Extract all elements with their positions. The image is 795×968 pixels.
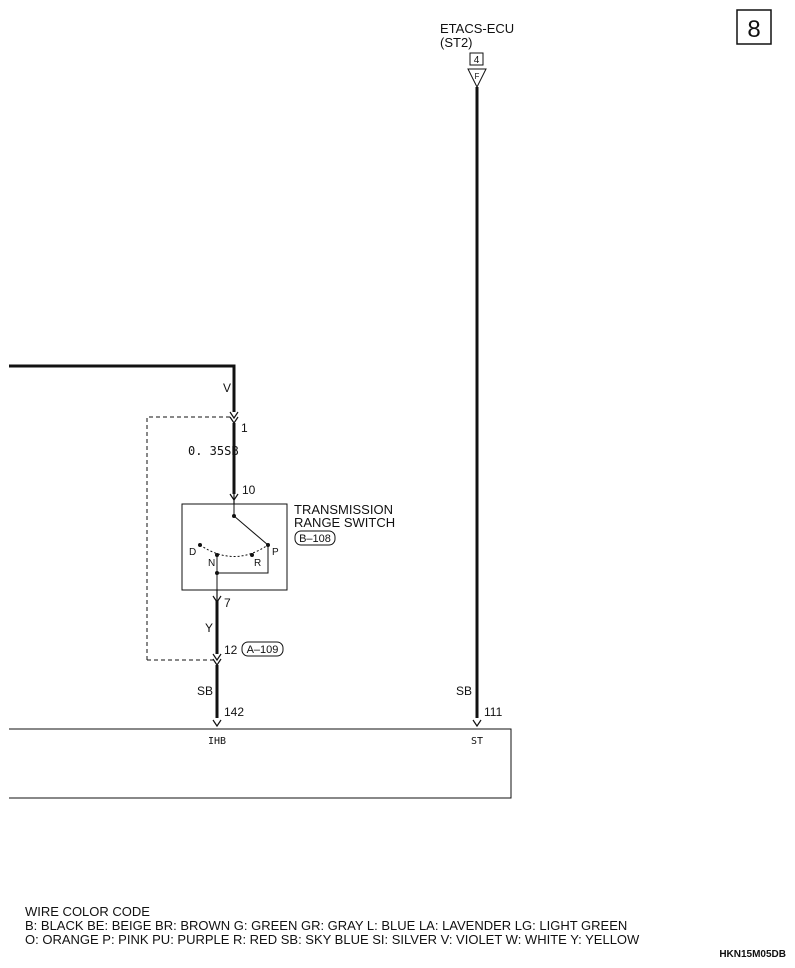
right-wire-color: SB [456, 684, 472, 698]
ecu-terminal: 4 [474, 55, 480, 66]
switch-name-line1: TRANSMISSION [294, 502, 393, 517]
switch-contact-arm [233, 515, 269, 546]
switch-pin-out: 7 [224, 596, 231, 610]
ecu-terminal-letter: F [475, 72, 480, 81]
switch-contact-r [250, 553, 254, 557]
right-wire-terminal-arrow [472, 719, 482, 728]
module-box [9, 728, 512, 799]
switch-position-arc [199, 544, 269, 557]
ecu-terminal-box [469, 52, 484, 66]
ecu-terminal-triangle [467, 68, 487, 89]
connector-1-pin: 1 [241, 421, 248, 435]
switch-input-wire-spec: 0. 35SB [188, 444, 239, 458]
module-terminal-st: ST [471, 736, 483, 747]
switch-position-r: R [254, 558, 261, 569]
switch-internal-link [216, 545, 269, 574]
legend-title: WIRE COLOR CODE [25, 904, 150, 919]
connector-12-arrow-top [212, 653, 222, 662]
switch-position-p: P [272, 547, 279, 558]
lower-wire-terminal-arrow [212, 719, 222, 728]
wire-color-legend: WIRE COLOR CODE B: BLACK BE: BEIGE BR: B… [25, 905, 639, 947]
switch-connector-ref: B–108 [299, 533, 331, 545]
legend-line-1: B: BLACK BE: BEIGE BR: BROWN G: GREEN GR… [25, 918, 628, 933]
switch-name-line2: RANGE SWITCH [294, 515, 395, 530]
switch-contact-d [198, 543, 202, 547]
figure-code: HKN15M05DB [719, 949, 786, 960]
page-number: 8 [747, 16, 760, 43]
connector-12-ref: A–109 [247, 644, 279, 656]
shield-dashed-top-left [146, 416, 232, 660]
page-number-box [736, 9, 772, 45]
right-wire-terminal: 111 [484, 705, 503, 719]
ecu-name: ETACS-ECU [440, 21, 514, 36]
lower-wire-terminal: 142 [224, 705, 244, 719]
switch-pin-in: 10 [242, 483, 256, 497]
switch-connector-ref-box [294, 530, 336, 546]
upper-wire [9, 364, 236, 412]
connector-1-arrow-top [229, 411, 239, 420]
ecu-connector: (ST2) [440, 35, 473, 50]
switch-output-wire-color: Y [205, 621, 213, 635]
switch-position-d: D [189, 547, 196, 558]
switch-position-n: N [208, 558, 215, 569]
connector-12-ref-box [241, 641, 284, 657]
connector-12-pin: 12 [224, 643, 238, 657]
legend-line-2: O: ORANGE P: PINK PU: PURPLE R: RED SB: … [25, 932, 640, 947]
lower-wire-color: SB [197, 684, 213, 698]
upper-wire-color: V [223, 381, 231, 395]
module-terminal-ihb: IHB [208, 736, 226, 747]
